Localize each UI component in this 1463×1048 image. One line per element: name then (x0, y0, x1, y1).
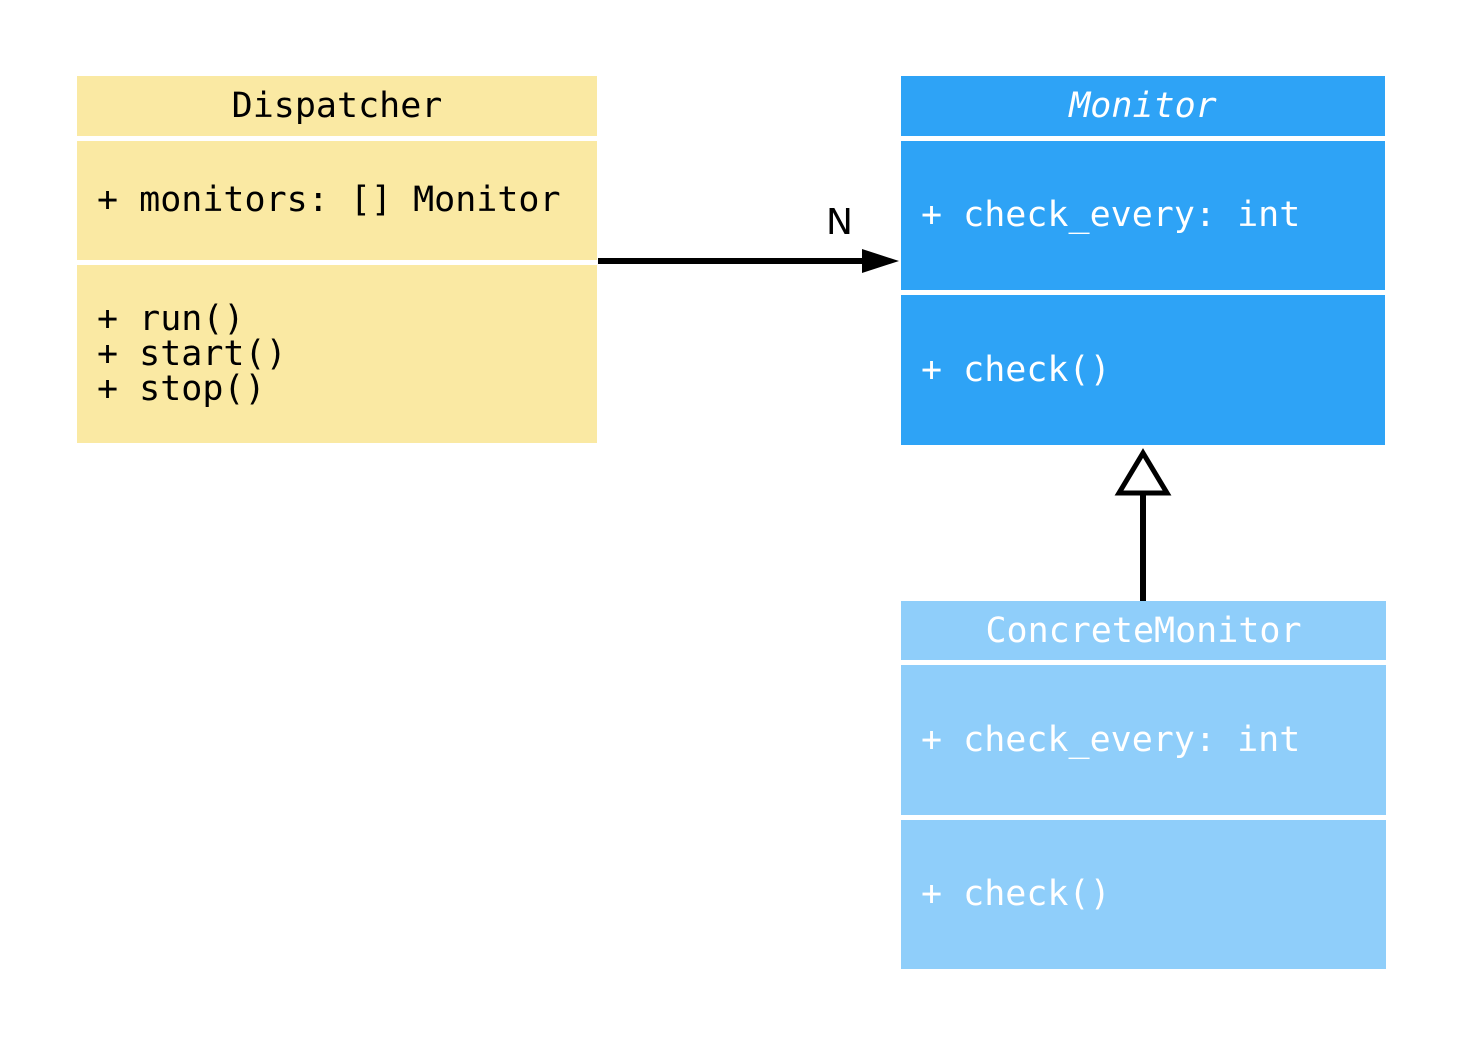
class-title: Dispatcher (77, 76, 597, 136)
class-box-monitor: Monitor + check_every: int + check() (901, 76, 1385, 445)
attribute-line: + check_every: int (921, 195, 1301, 235)
association-multiplicity-label: N (826, 202, 853, 243)
method-line: + check() (921, 349, 1111, 390)
class-methods-section: + run() + start() + stop() (77, 265, 597, 443)
class-attributes-section: + monitors: [] Monitor (77, 141, 597, 260)
method-line: + run() (97, 298, 245, 339)
class-box-dispatcher: Dispatcher + monitors: [] Monitor + run(… (77, 76, 597, 443)
association-arrowhead (862, 249, 899, 273)
method-line: + stop() (97, 368, 266, 409)
method-line: + start() (97, 333, 287, 374)
class-title: ConcreteMonitor (901, 601, 1386, 660)
class-box-concretemonitor: ConcreteMonitor + check_every: int + che… (901, 601, 1386, 969)
class-attributes-section: + check_every: int (901, 665, 1386, 815)
class-attributes-section: + check_every: int (901, 141, 1385, 290)
inheritance-triangle (1114, 448, 1172, 496)
method-line: + check() (921, 874, 1111, 914)
class-methods-section: + check() (901, 295, 1385, 445)
attribute-line: + monitors: [] Monitor (97, 180, 561, 220)
attribute-line: + check_every: int (921, 719, 1301, 760)
class-title: Monitor (901, 76, 1385, 136)
class-methods-section: + check() (901, 820, 1386, 969)
